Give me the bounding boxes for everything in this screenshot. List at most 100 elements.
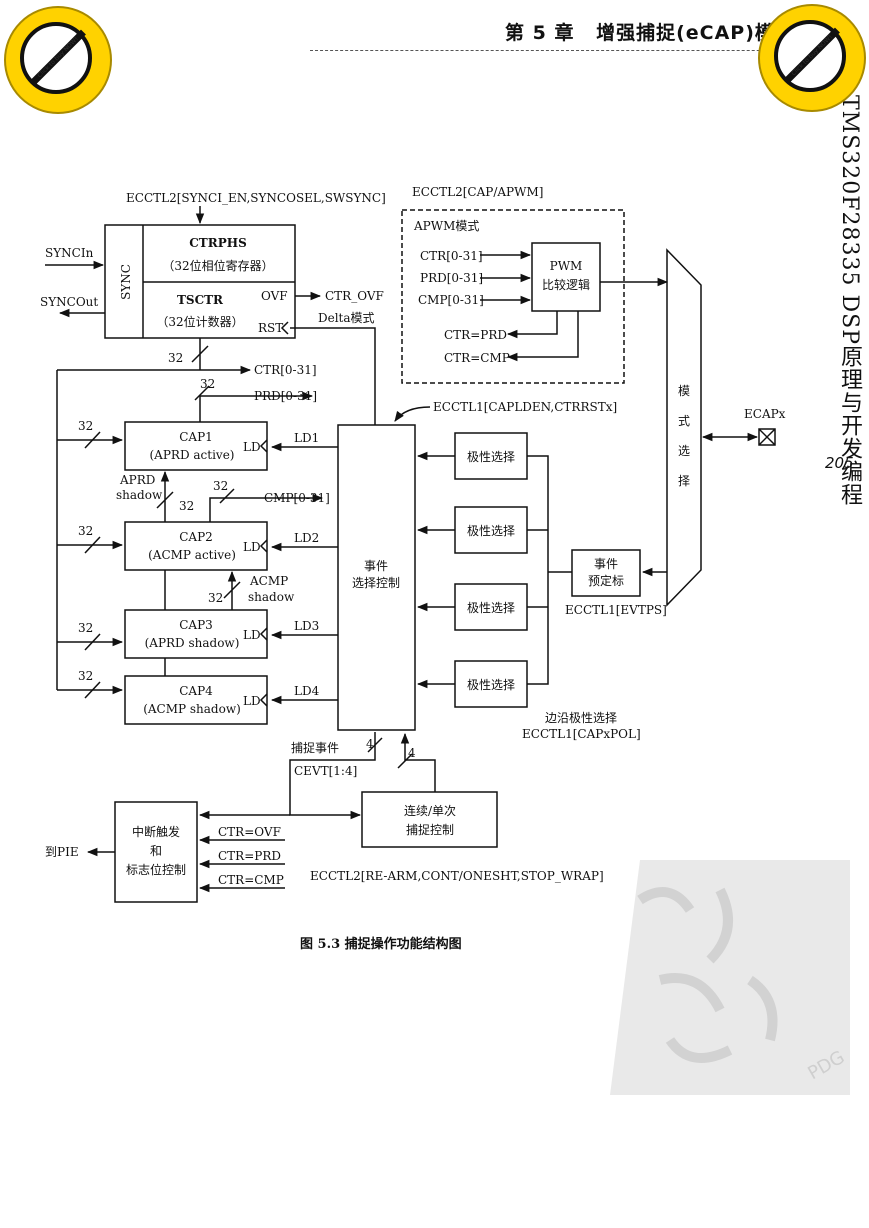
rst-label: RST: [258, 321, 283, 335]
tsctr-description: （32位计数器）: [156, 314, 243, 329]
cmp-bus-output: CMP[0-31]: [264, 491, 330, 505]
aprd-shadow-label-2: shadow: [116, 488, 163, 502]
ctrphs-label: CTRPHS: [189, 236, 246, 250]
cap2-box: [124, 521, 268, 571]
ctr-prd-output: CTR=PRD: [444, 328, 507, 342]
caplden-register-label: ECCTL1[CAPLDEN,CTRRSTx]: [433, 400, 617, 414]
sync-register-label: ECCTL2[SYNCI_EN,SYNCOSEL,SWSYNC]: [126, 191, 386, 205]
pdf-xchange-badge-right[interactable]: Click to buy NOW!: [758, 4, 866, 112]
ld1-label: LD1: [294, 431, 319, 445]
bus-width-label: 32: [213, 479, 228, 493]
event-select-label: 事件: [364, 559, 388, 573]
interrupt-label: 中断触发: [132, 824, 180, 839]
bus-width-label: 32: [78, 524, 93, 538]
apwm-register-label: ECCTL2[CAP/APWM]: [412, 185, 543, 199]
edge-polarity-label: 边沿极性选择: [545, 711, 617, 725]
rearm-register-label: ECCTL2[RE-ARM,CONT/ONESHT,STOP_WRAP]: [310, 869, 604, 883]
bus-width-4: 4: [366, 737, 374, 751]
mode-select-char: 模: [678, 384, 690, 398]
prd-input-label: PRD[0-31]: [420, 271, 483, 285]
interrupt-label-2: 和: [150, 844, 162, 858]
continuous-capture-control: [361, 791, 498, 848]
cap4-subtitle: (ACMP shadow): [143, 702, 241, 716]
syncout-label: SYNCOut: [40, 295, 98, 309]
pdf-xchange-badge-left[interactable]: Click to buy NOW!: [4, 6, 112, 114]
no-entry-icon: [774, 20, 846, 92]
ctrphs-description: （32位相位寄存器）: [162, 258, 273, 273]
bus-width-label: 32: [78, 419, 93, 433]
polarity-select-label: 极性选择: [467, 450, 515, 464]
apwm-mode-label: APWM模式: [413, 219, 479, 233]
cap4-box: [124, 675, 268, 725]
ld-pin-label: LD: [243, 628, 261, 642]
polarity-select-label: 极性选择: [467, 601, 515, 615]
mode-select-char: 择: [678, 474, 690, 488]
prescale-label: 事件: [594, 557, 618, 571]
ld-pin-label: LD: [243, 440, 261, 454]
bus-width-label: 32: [78, 621, 93, 635]
tsctr-label: TSCTR: [177, 293, 224, 307]
mode-select-mux: [666, 248, 702, 607]
cap3-subtitle: (APRD shadow): [145, 636, 240, 650]
no-entry-icon: [20, 22, 92, 94]
page-header: 第 5 章 增强捕捉(eCAP)模块: [505, 18, 809, 45]
book-side-title: TMS320F28335 DSP原理与开发编程: [837, 95, 862, 507]
event-select-label-2: 选择控制: [352, 576, 400, 590]
bus-width-4: 4: [408, 746, 416, 760]
cmp-input-label: CMP[0-31]: [418, 293, 484, 307]
ld-pin-label: LD: [243, 694, 261, 708]
prescale-label-2: 预定标: [588, 573, 624, 588]
ctr-bus-output: CTR[0-31]: [254, 363, 317, 377]
polarity-select-label: 极性选择: [467, 524, 515, 538]
ctr-cmp-output: CTR=CMP: [444, 351, 510, 365]
pwm-compare-label: 比较逻辑: [542, 277, 590, 292]
ovf-label: OVF: [261, 289, 288, 303]
cap3-label: CAP3: [179, 618, 213, 632]
cap1-label: CAP1: [179, 430, 213, 444]
evtps-register-label: ECCTL1[EVTPS]: [565, 603, 667, 617]
syncin-label: SYNCIn: [45, 246, 94, 260]
bus-width-label: 32: [78, 669, 93, 683]
ld4-label: LD4: [294, 684, 320, 698]
pwm-label: PWM: [550, 259, 583, 273]
chapter-number: 第 5 章: [505, 22, 575, 44]
bus-width-label: 32: [179, 499, 194, 513]
irq-ctr-prd: CTR=PRD: [218, 849, 281, 863]
chapter-title: 增强捕捉(eCAP)模块: [596, 22, 795, 44]
watermark-seal-icon: [610, 860, 850, 1095]
delta-mode-label: Delta模式: [318, 311, 375, 325]
bus-width-label: 32: [168, 351, 183, 365]
acmp-shadow-label-2: shadow: [248, 590, 295, 604]
cevt-label: CEVT[1:4]: [294, 764, 357, 778]
mode-select-char: 式: [678, 414, 690, 428]
ctr-ovf-output: CTR_OVF: [325, 289, 384, 303]
cappol-register-label: ECCTL1[CAPxPOL]: [522, 727, 641, 741]
mode-select-char: 选: [678, 444, 690, 458]
irq-ctr-ovf: CTR=OVF: [218, 825, 281, 839]
cap3-box: [124, 609, 268, 659]
apwm-region: [401, 209, 625, 384]
polarity-select-label: 极性选择: [467, 678, 515, 692]
figure-caption: 图 5.3 捕捉操作功能结构图: [300, 936, 462, 952]
event-select-block: [337, 424, 416, 731]
interrupt-label-3: 标志位控制: [126, 862, 186, 877]
prd-bus-output: PRD[0-31]: [254, 389, 317, 403]
cap2-subtitle: (ACMP active): [148, 548, 236, 562]
to-pie-label: 到PIE: [45, 845, 79, 859]
sync-label: SYNC: [119, 264, 133, 300]
ld3-label: LD3: [294, 619, 319, 633]
acmp-shadow-label: ACMP: [249, 574, 288, 588]
continuous-capture-label: 连续/单次: [404, 803, 456, 818]
continuous-capture-label-2: 捕捉控制: [406, 822, 454, 837]
pdg-watermark: PDG: [600, 840, 860, 1100]
prescale-block: [571, 549, 641, 597]
header-rule: [310, 50, 830, 51]
ecapx-label: ECAPx: [744, 407, 786, 421]
cap1-subtitle: (APRD active): [150, 448, 235, 462]
irq-ctr-cmp: CTR=CMP: [218, 873, 284, 887]
bus-width-label: 32: [208, 591, 223, 605]
cap4-label: CAP4: [179, 684, 213, 698]
cap2-label: CAP2: [179, 530, 213, 544]
